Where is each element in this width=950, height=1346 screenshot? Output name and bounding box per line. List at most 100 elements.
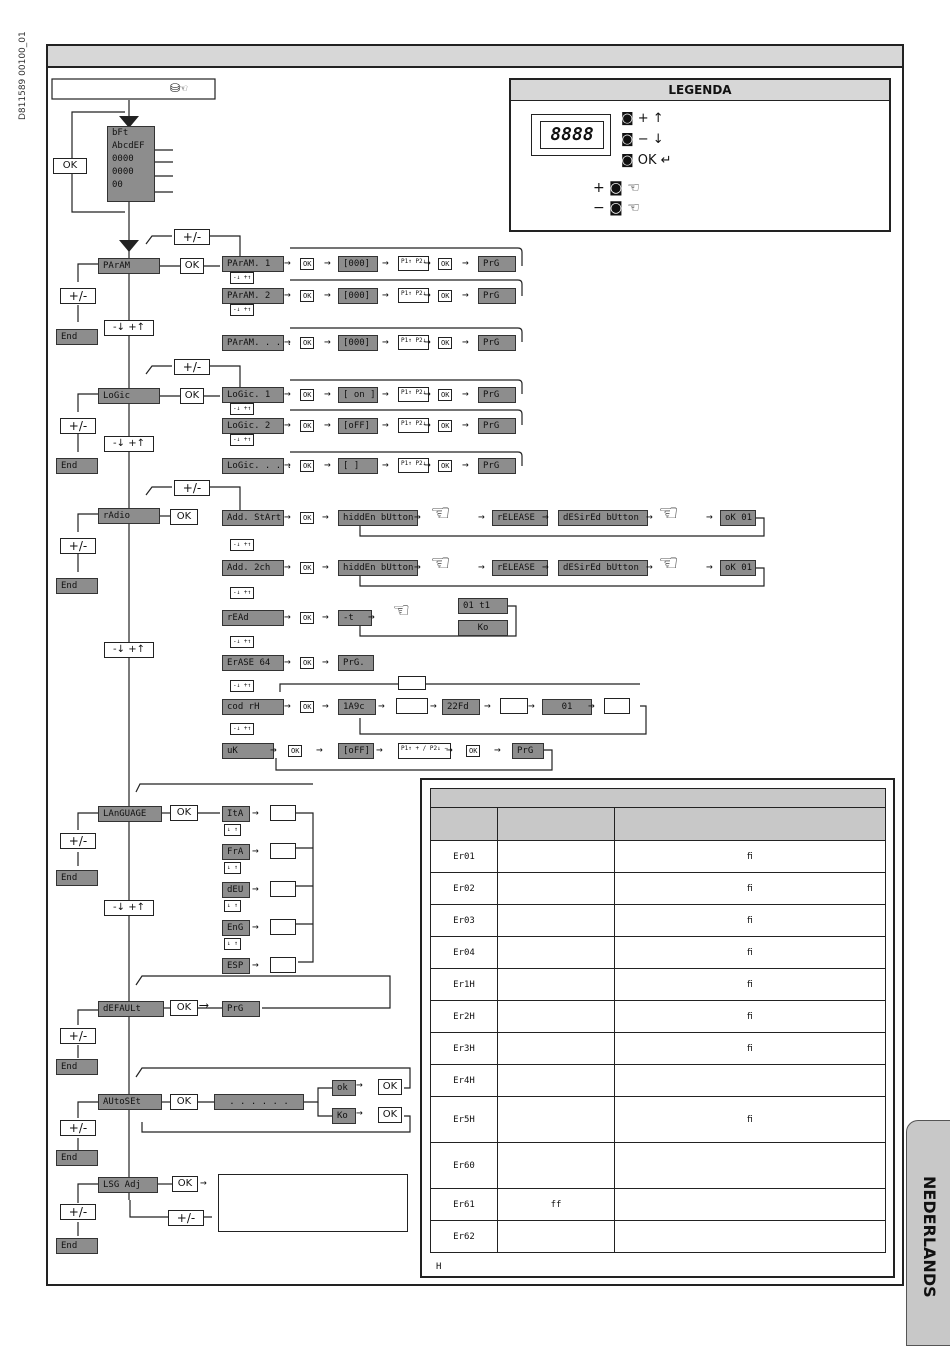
param-row-label[interactable]: PArAM. . . . (222, 335, 292, 351)
radio-read[interactable]: rEAd (222, 610, 284, 626)
param-row-ok[interactable]: OK (300, 258, 315, 270)
logic-pm-button[interactable]: +/- (174, 359, 210, 375)
autoset-menu[interactable]: AUtoSEt (98, 1094, 162, 1110)
logic-ok-button[interactable]: OK (180, 388, 204, 404)
small-nav[interactable]: -↓ +↑ (230, 680, 255, 692)
logic-row-ok-2[interactable]: OK (438, 420, 453, 432)
language-option[interactable]: EnG (222, 920, 250, 936)
param-pm-button[interactable]: +/- (174, 229, 210, 245)
add-2ch-ok[interactable]: OK (300, 562, 315, 574)
language-option[interactable]: ItA (222, 806, 250, 822)
uk-ok-2[interactable]: OK (466, 745, 481, 757)
param-row-label[interactable]: PArAM. 1 (222, 256, 284, 272)
logic-row-label[interactable]: LoGic. 1 (222, 387, 284, 403)
code-ok[interactable]: OK (300, 701, 315, 713)
param-menu[interactable]: PArAM (98, 258, 160, 274)
legend-buttons: ◙ + ↑ ◙ − ↓ ◙ OK ↵ (621, 108, 672, 171)
small-nav[interactable]: -↓ +↑ (230, 304, 255, 316)
small-nav[interactable]: ↓ ↑ (224, 938, 241, 950)
ok-enter-icon: ◙ OK ↵ (621, 153, 672, 168)
language-ok-button[interactable]: OK (170, 805, 198, 821)
radio-pm-button[interactable]: +/- (174, 480, 210, 496)
small-nav[interactable]: ↓ ↑ (224, 824, 241, 836)
small-nav[interactable]: -↓ +↑ (230, 403, 255, 415)
arrow-right-icon: → (646, 510, 653, 523)
lsg-pm-button[interactable]: +/- (168, 1210, 204, 1226)
logic-row-label[interactable]: LoGic. 2 (222, 418, 284, 434)
radio-add-start[interactable]: Add. StArt (222, 510, 284, 526)
logic-row-label[interactable]: LoGic. . . . (222, 458, 292, 474)
finger-press-icon: ⛁☜ (170, 81, 188, 95)
logic-row-ok-2[interactable]: OK (438, 460, 453, 472)
arrow-right-icon: → (462, 387, 469, 400)
autoset-pm-exit[interactable]: +/- (60, 1120, 96, 1136)
param-row-label[interactable]: PArAM. 2 (222, 288, 284, 304)
logic-row-ok-2[interactable]: OK (438, 389, 453, 401)
lsg-pm-exit[interactable]: +/- (60, 1204, 96, 1220)
code-value-3: 01 (542, 699, 592, 715)
radio-erase[interactable]: ErASE 64 (222, 655, 284, 671)
arrow-right-icon: → (368, 610, 375, 623)
param-row-value: [000] (338, 256, 378, 272)
logic-pm-exit[interactable]: +/- (60, 418, 96, 434)
erase-ok[interactable]: OK (300, 657, 315, 669)
logic-nav[interactable]: -↓ +↑ (104, 436, 154, 452)
param-ok-button[interactable]: OK (180, 258, 204, 274)
radio-uk[interactable]: uK (222, 743, 274, 759)
code-empty-box (398, 676, 426, 690)
param-row-ok-2[interactable]: OK (438, 258, 453, 270)
logic-row-ok[interactable]: OK (300, 460, 315, 472)
autoset-ok-button[interactable]: OK (170, 1094, 198, 1110)
logic-menu[interactable]: LoGic (98, 388, 160, 404)
param-nav[interactable]: -↓ +↑ (104, 320, 154, 336)
small-nav[interactable]: -↓ +↑ (230, 272, 255, 284)
logic-row-ok[interactable]: OK (300, 389, 315, 401)
radio-code-rx[interactable]: cod rH (222, 699, 284, 715)
param-pm-exit[interactable]: +/- (60, 288, 96, 304)
param-row-ok[interactable]: OK (300, 290, 315, 302)
param-row-ok-2[interactable]: OK (438, 337, 453, 349)
small-nav[interactable]: -↓ +↑ (230, 539, 255, 551)
default-pm-exit[interactable]: +/- (60, 1028, 96, 1044)
autoset-ko-box[interactable]: OK (378, 1107, 402, 1123)
small-nav[interactable]: ↓ ↑ (224, 900, 241, 912)
error-row: Er60 (430, 1142, 886, 1189)
small-nav[interactable]: -↓ +↑ (230, 723, 255, 735)
small-nav[interactable]: -↓ +↑ (230, 587, 255, 599)
arrow-right-icon: → (284, 510, 291, 523)
default-ok-button[interactable]: OK (170, 1000, 198, 1016)
radio-ok-button[interactable]: OK (170, 509, 198, 525)
language-menu[interactable]: LAnGUAGE (98, 806, 162, 822)
small-nav[interactable]: ↓ ↑ (224, 862, 241, 874)
language-pm-exit[interactable]: +/- (60, 833, 96, 849)
small-nav[interactable]: -↓ +↑ (230, 636, 255, 648)
logic-row-ok[interactable]: OK (300, 420, 315, 432)
lsg-menu[interactable]: LSG Adj (98, 1177, 158, 1193)
language-nav[interactable]: -↓ +↑ (104, 900, 154, 916)
param-row-ok-2[interactable]: OK (438, 290, 453, 302)
start-ok-button[interactable]: OK (53, 158, 87, 174)
arrow-right-icon: → (324, 458, 331, 471)
minus-down-icon: ◙ − ↓ (621, 132, 664, 147)
radio-menu[interactable]: rAdio (98, 508, 160, 524)
language-option[interactable]: ESP (222, 958, 250, 974)
read-ok[interactable]: OK (300, 612, 315, 624)
uk-ok[interactable]: OK (288, 745, 303, 757)
radio-add-2ch[interactable]: Add. 2ch (222, 560, 284, 576)
radio-nav[interactable]: -↓ +↑ (104, 642, 154, 658)
add-start-ok[interactable]: OK (300, 512, 315, 524)
arrow-right-icon: → (462, 458, 469, 471)
arrow-right-icon: → (424, 288, 431, 301)
default-menu[interactable]: dEFAULt (98, 1001, 164, 1017)
param-row-ok[interactable]: OK (300, 337, 315, 349)
radio-pm-exit[interactable]: +/- (60, 538, 96, 554)
small-nav[interactable]: -↓ +↑ (230, 434, 255, 446)
lsg-ok-button[interactable]: OK (172, 1176, 198, 1192)
language-option[interactable]: dEU (222, 882, 250, 898)
language-option-box (270, 805, 296, 821)
remote-hand-icon: ☜ (394, 596, 409, 624)
language-option[interactable]: FrA (222, 844, 250, 860)
add-2ch-hidden: hiddEn bUtton (338, 560, 418, 576)
autoset-ok-box[interactable]: OK (378, 1079, 402, 1095)
